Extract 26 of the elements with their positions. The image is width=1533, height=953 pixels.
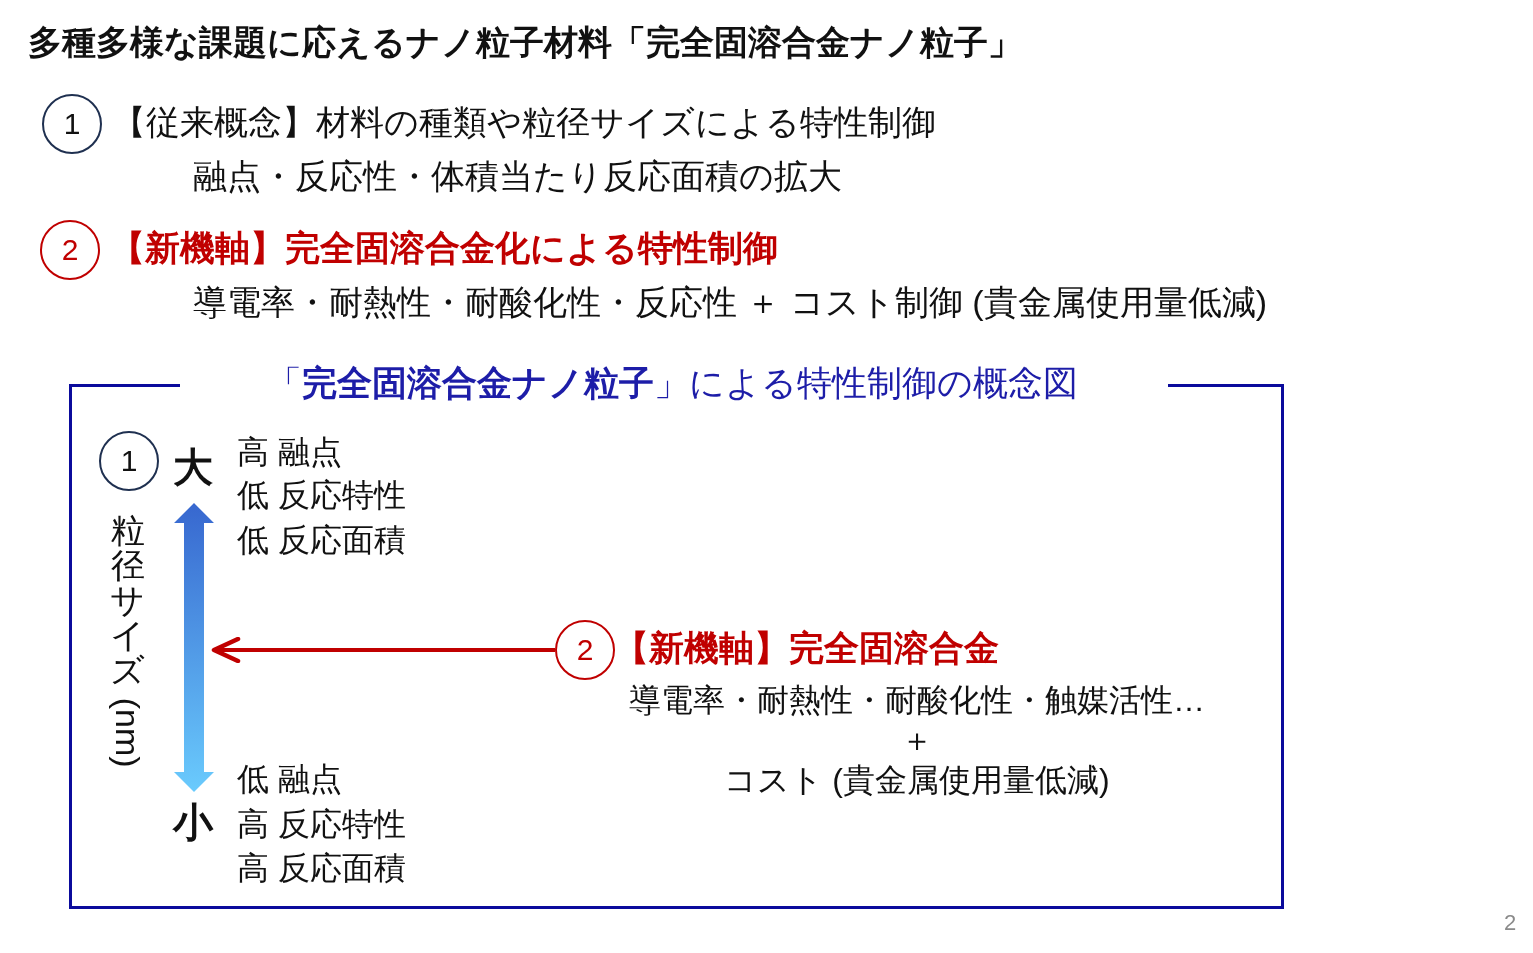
property-text: 高 反応特性 (237, 804, 406, 844)
property-text: 高 融点 (237, 432, 342, 472)
new-axis-heading: 【新機軸】完全固溶合金 (614, 627, 999, 669)
arrow (211, 636, 555, 664)
cost-text: コスト (貴金属使用量低減) (724, 760, 1110, 800)
property-text: 低 反応面積 (237, 520, 406, 560)
step-number-circle: 2 (40, 220, 100, 280)
size-axis-arrow (174, 503, 214, 792)
frame-heading: 「完全固溶合金ナノ粒子」による特性制御の概念図 (266, 362, 1078, 404)
property-text: 導電率・耐熱性・耐酸化性・触媒活性… (629, 680, 1205, 720)
property-text: 導電率・耐熱性・耐酸化性・反応性 ＋ コスト制御 (貴金属使用量低減) (193, 281, 1267, 323)
slide-title: 多種多様な課題に応えるナノ粒子材料「完全固溶合金ナノ粒子」 (28, 21, 1022, 63)
step-number-circle: 1 (99, 431, 159, 491)
property-text: 低 融点 (237, 759, 342, 799)
property-text: 高 反応面積 (237, 848, 406, 888)
axis-label: 粒径サイズ (nm) (108, 513, 148, 768)
axis-end-label: 大 (173, 444, 213, 491)
step-number-circle: 2 (555, 620, 615, 680)
plus-sign: ＋ (901, 720, 933, 760)
property-text: 融点・反応性・体積当たり反応面積の拡大 (193, 155, 842, 197)
step-number-circle: 1 (42, 94, 102, 154)
axis-end-label: 小 (173, 799, 213, 846)
concept-heading: 【従来概念】材料の種類や粒径サイズによる特性制御 (112, 101, 936, 143)
new-axis-heading: 【新機軸】完全固溶合金化による特性制御 (110, 227, 778, 269)
page-number: 2 (1504, 909, 1517, 937)
property-text: 低 反応特性 (237, 475, 406, 515)
